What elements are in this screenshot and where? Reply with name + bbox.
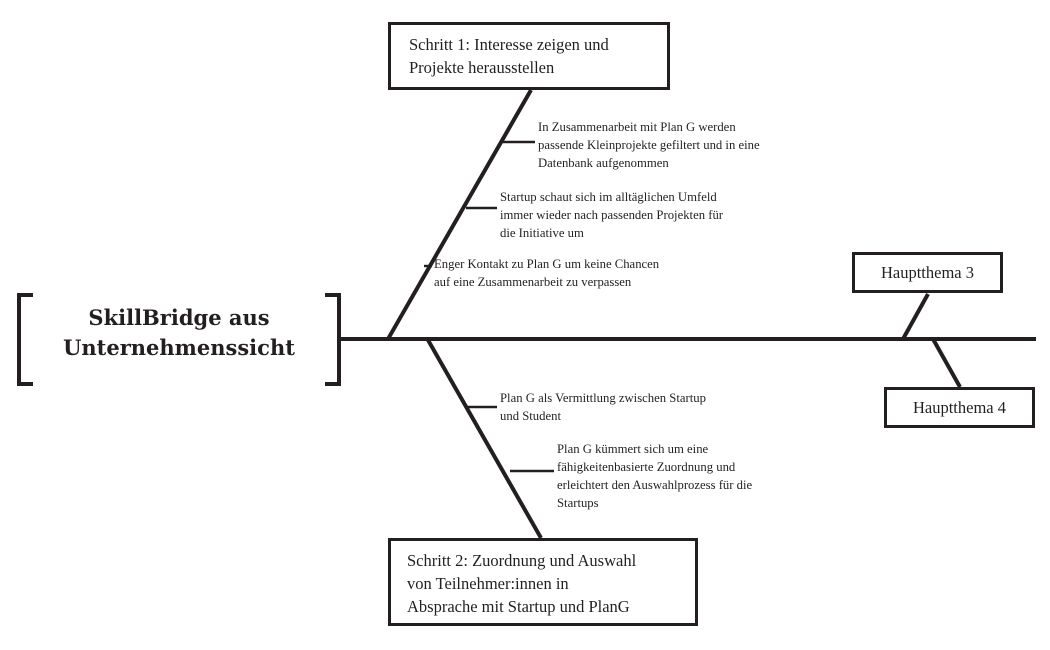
right-bracket: [325, 293, 341, 386]
branch-label-upper-2: Startup schaut sich im alltäglichen Umfe…: [500, 190, 724, 241]
branch-label-upper-3: Enger Kontakt zu Plan G um keine Chancen…: [434, 257, 660, 290]
left-bracket: [17, 293, 33, 386]
bone-lower-left: [426, 339, 543, 539]
branch-label-lower-1: Plan G als Vermittlung zwischen Startup …: [500, 391, 706, 424]
box-hauptthema-4[interactable]: Hauptthema 4: [884, 387, 1035, 428]
bone-upper-right: [901, 293, 930, 340]
branch-label-lower-2: Plan G kümmert sich um eine fähigkeitenb…: [557, 442, 753, 511]
page-title: SkillBridge aus Unternehmenssicht: [63, 305, 295, 361]
box-hauptthema-3[interactable]: Hauptthema 3: [852, 252, 1003, 293]
branch-label-upper-1: In Zusammenarbeit mit Plan G werden pass…: [538, 120, 760, 171]
box-step-1[interactable]: Schritt 1: Interesse zeigen und Projekte…: [388, 22, 670, 90]
box-step-2[interactable]: Schritt 2: Zuordnung und Auswahl von Tei…: [388, 538, 698, 626]
bone-lower-right: [931, 338, 962, 388]
